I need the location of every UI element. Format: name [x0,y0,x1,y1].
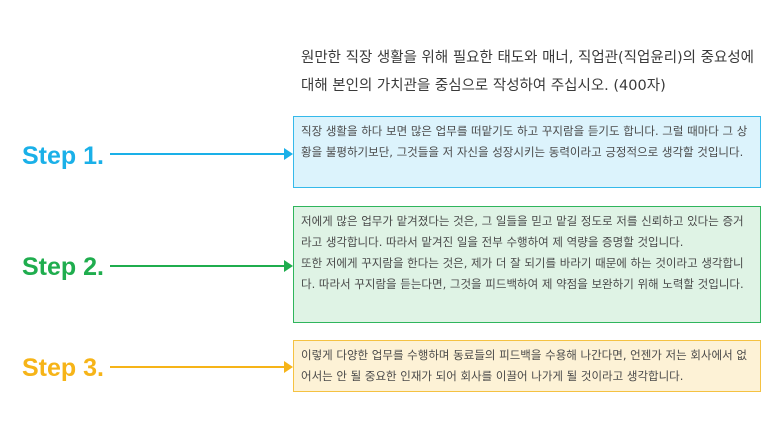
step-1-paragraph: 직장 생활을 하다 보면 많은 업무를 떠맡기도 하고 꾸지람을 듣기도 합니다… [301,124,748,159]
step-3-box: 이렇게 다양한 업무를 수행하며 동료들의 피드백을 수용해 나간다면, 언젠가… [293,340,761,392]
step-1-box: 직장 생활을 하다 보면 많은 업무를 떠맡기도 하고 꾸지람을 듣기도 합니다… [293,116,761,188]
step-2-arrow [110,260,293,272]
question-text: 원만한 직장 생활을 위해 필요한 태도와 매너, 직업관(직업윤리)의 중요성… [301,50,754,94]
step-2-box: 저에게 많은 업무가 맡겨졌다는 것은, 그 일들을 믿고 맡길 정도로 저를 … [293,206,761,323]
step-2-label: Step 2. [22,253,104,281]
step-2-paragraph-1: 저에게 많은 업무가 맡겨졌다는 것은, 그 일들을 믿고 맡길 정도로 저를 … [301,214,744,249]
step-3-paragraph: 이렇게 다양한 업무를 수행하며 동료들의 피드백을 수용해 나간다면, 언젠가… [301,348,747,383]
step-3-arrow [110,361,293,373]
step-2-paragraph-2: 또한 저에게 꾸지람을 한다는 것은, 제가 더 잘 되기를 바라기 때문에 하… [301,256,744,291]
step-1-arrow [110,148,293,160]
step-3-label: Step 3. [22,354,104,382]
step-1-label: Step 1. [22,142,104,170]
